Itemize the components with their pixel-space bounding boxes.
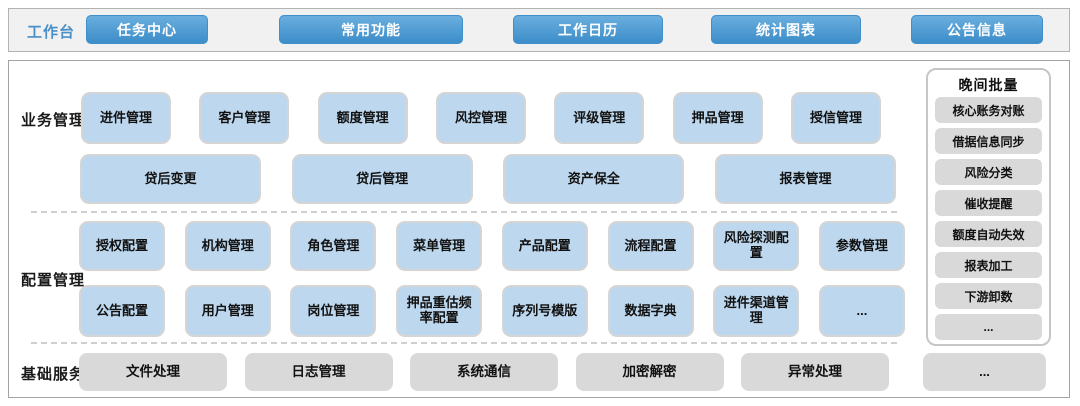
workbench-bar: 工作台 任务中心 常用功能 工作日历 统计图表 公告信息 [8, 8, 1070, 52]
config-row-2: 公告配置 用户管理 岗位管理 押品重估频率配置 序列号模版 数据字典 进件渠道管… [79, 285, 905, 337]
base-services-row: 文件处理 日志管理 系统通信 加密解密 异常处理 [79, 353, 889, 391]
module-tile-credit-mgmt[interactable]: 授信管理 [790, 92, 881, 144]
module-tile-announcement-config[interactable]: 公告配置 [79, 285, 165, 337]
module-tile-risk-probe-config[interactable]: 风险探测配置 [713, 221, 800, 271]
module-tile-user-mgmt[interactable]: 用户管理 [184, 285, 271, 337]
section-divider-1 [31, 211, 897, 213]
module-tile-data-dictionary[interactable]: 数据字典 [607, 285, 694, 337]
batch-item-report-processing[interactable]: 报表加工 [935, 252, 1042, 278]
workbench-label: 工作台 [27, 24, 76, 41]
module-tile-parameter-mgmt[interactable]: 参数管理 [818, 221, 905, 271]
module-tile-intake-mgmt[interactable]: 进件管理 [81, 92, 171, 144]
workbench-button-work-calendar[interactable]: 工作日历 [513, 15, 663, 44]
service-tile-log-mgmt[interactable]: 日志管理 [244, 353, 393, 391]
module-tile-auth-config[interactable]: 授权配置 [79, 221, 165, 271]
section-label-base-services: 基础服务 [21, 366, 86, 383]
module-tile-position-mgmt[interactable]: 岗位管理 [290, 285, 377, 337]
module-tile-role-mgmt[interactable]: 角色管理 [290, 221, 377, 271]
section-label-business: 业务管理 [21, 112, 86, 129]
batch-item-iou-info-sync[interactable]: 借据信息同步 [935, 128, 1042, 154]
workbench-button-common-functions[interactable]: 常用功能 [279, 15, 463, 44]
batch-item-collection-reminder[interactable]: 催收提醒 [935, 190, 1042, 216]
module-tile-org-mgmt[interactable]: 机构管理 [184, 221, 271, 271]
section-label-config: 配置管理 [21, 272, 86, 289]
module-tile-postloan-change[interactable]: 贷后变更 [80, 154, 261, 204]
module-tile-asset-preservation[interactable]: 资产保全 [503, 154, 685, 204]
module-tile-intake-channel-mgmt[interactable]: 进件渠道管理 [713, 285, 800, 337]
module-tile-product-config[interactable]: 产品配置 [501, 221, 588, 271]
module-tile-workflow-config[interactable]: 流程配置 [607, 221, 694, 271]
module-tile-collateral-revaluation-config[interactable]: 押品重估频率配置 [396, 285, 483, 337]
workbench-button-task-center[interactable]: 任务中心 [86, 15, 208, 44]
night-batch-title: 晚间批量 [958, 77, 1019, 93]
main-panel: 业务管理 配置管理 基础服务 进件管理 客户管理 额度管理 风控管理 评级管理 … [8, 60, 1070, 398]
service-tile-system-communication[interactable]: 系统通信 [410, 353, 558, 391]
batch-item-downstream-export[interactable]: 下游卸数 [935, 283, 1042, 309]
config-row-1: 授权配置 机构管理 角色管理 菜单管理 产品配置 流程配置 风险探测配置 参数管… [79, 221, 905, 271]
module-tile-rating-mgmt[interactable]: 评级管理 [554, 92, 645, 144]
batch-item-limit-auto-expire[interactable]: 额度自动失效 [935, 221, 1042, 247]
service-tile-encryption[interactable]: 加密解密 [575, 353, 724, 391]
section-divider-2 [31, 342, 897, 344]
batch-item-risk-classification[interactable]: 风险分类 [935, 159, 1042, 185]
batch-item-more[interactable]: ... [935, 314, 1042, 340]
module-tile-serial-template[interactable]: 序列号模版 [501, 285, 588, 337]
module-tile-risk-control-mgmt[interactable]: 风控管理 [435, 92, 526, 144]
workbench-button-announcements[interactable]: 公告信息 [911, 15, 1043, 44]
night-batch-panel: 晚间批量 核心账务对账 借据信息同步 风险分类 催收提醒 额度自动失效 报表加工… [926, 68, 1051, 346]
module-tile-collateral-mgmt[interactable]: 押品管理 [672, 92, 763, 144]
module-tile-config-more[interactable]: ... [818, 285, 905, 337]
batch-item-core-reconciliation[interactable]: 核心账务对账 [935, 97, 1042, 123]
service-tile-file-processing[interactable]: 文件处理 [79, 353, 227, 391]
business-row-2: 贷后变更 贷后管理 资产保全 报表管理 [80, 154, 896, 204]
business-row-1: 进件管理 客户管理 额度管理 风控管理 评级管理 押品管理 授信管理 [81, 92, 881, 144]
module-tile-report-mgmt[interactable]: 报表管理 [714, 154, 896, 204]
module-tile-customer-mgmt[interactable]: 客户管理 [199, 92, 290, 144]
module-tile-menu-mgmt[interactable]: 菜单管理 [396, 221, 483, 271]
module-tile-limit-mgmt[interactable]: 额度管理 [317, 92, 408, 144]
service-tile-exception-handling[interactable]: 异常处理 [741, 353, 889, 391]
workbench-button-statistics-charts[interactable]: 统计图表 [711, 15, 861, 44]
module-tile-postloan-mgmt[interactable]: 贷后管理 [291, 154, 473, 204]
service-tile-more[interactable]: ... [923, 353, 1046, 391]
